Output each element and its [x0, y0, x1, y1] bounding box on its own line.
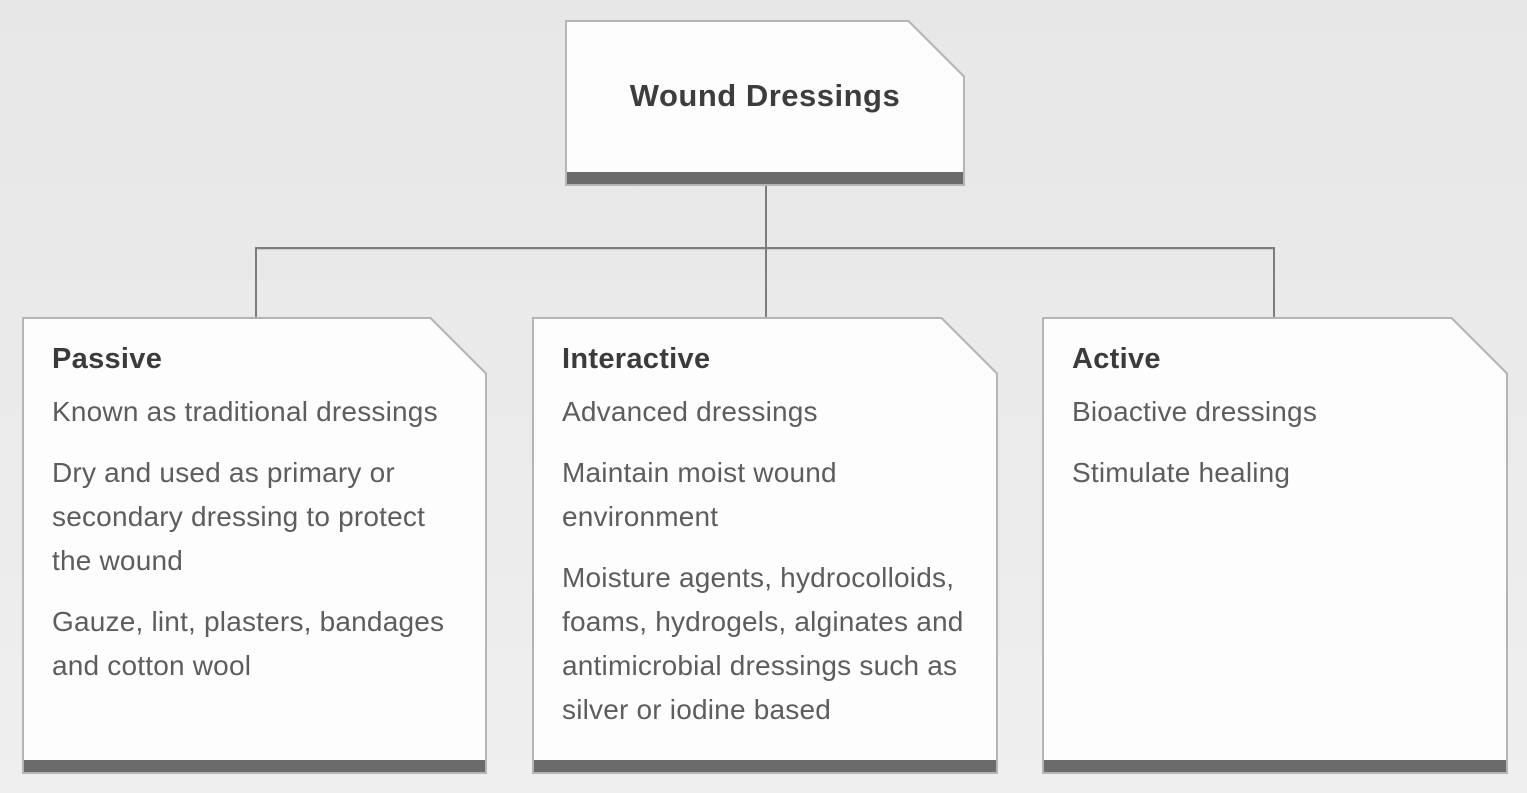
- note-shape: [565, 20, 965, 186]
- note-bottom-bar: [24, 760, 485, 772]
- note-bottom-bar: [534, 760, 996, 772]
- connector-root-stem: [765, 186, 767, 249]
- branch-paragraph: Advanced dressings: [562, 396, 818, 427]
- note-bottom-bar: [1044, 760, 1506, 772]
- note-shape: [1042, 317, 1508, 774]
- note-fill: [567, 22, 963, 184]
- connector-drop-active: [1273, 247, 1275, 318]
- branch-node-interactive: Interactive Advanced dressings Maintain …: [532, 317, 998, 774]
- connector-drop-passive: [255, 247, 257, 318]
- branch-paragraph: Gauze, lint, plasters, bandages and cott…: [52, 606, 445, 681]
- root-title: Wound Dressings: [629, 78, 901, 113]
- note-fill: [1044, 319, 1506, 772]
- note-shape: [532, 317, 998, 774]
- note-bottom-bar: [567, 172, 963, 184]
- note-fill: [534, 319, 996, 772]
- branch-title: Active: [1072, 343, 1161, 375]
- branch-node-passive: Passive Known as traditional dressings D…: [22, 317, 487, 774]
- branch-paragraph: Stimulate healing: [1072, 457, 1291, 488]
- branch-title: Passive: [52, 343, 163, 375]
- note-fill: [24, 319, 485, 772]
- connector-drop-interactive: [765, 247, 767, 318]
- branch-node-active: Active Bioactive dressings Stimulate hea…: [1042, 317, 1508, 774]
- note-shape: [22, 317, 487, 774]
- branch-paragraph: Bioactive dressings: [1072, 396, 1318, 427]
- branch-paragraph: Dry and used as primary or secondary dre…: [52, 457, 426, 576]
- branch-paragraph: Moisture agents, hydrocolloids, foams, h…: [562, 562, 964, 725]
- branch-paragraph: Known as traditional dressings: [52, 396, 438, 427]
- root-node-wound-dressings: Wound Dressings: [565, 20, 965, 186]
- branch-title: Interactive: [562, 343, 711, 375]
- branch-paragraph: Maintain moist wound environment: [562, 457, 837, 532]
